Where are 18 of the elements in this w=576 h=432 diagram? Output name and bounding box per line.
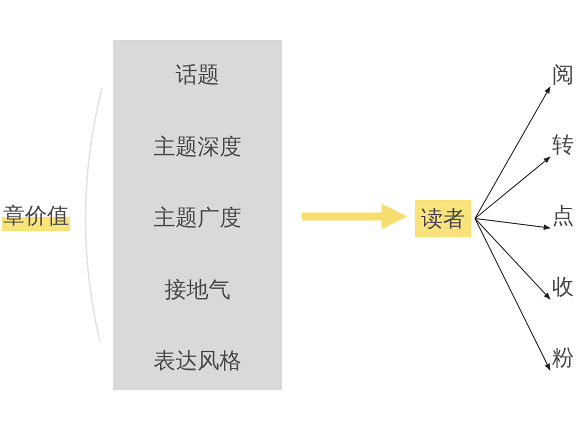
arrow — [474, 218, 551, 230]
cut-off-label: 点 — [552, 199, 576, 233]
panel-background — [113, 40, 282, 390]
list-item: 接地气 — [113, 270, 282, 310]
arrow — [474, 156, 551, 219]
cut-off-label: 转 — [552, 128, 576, 162]
arrow — [474, 218, 550, 371]
cut-off-label: 收 — [552, 270, 576, 304]
list-item: 表达风格 — [113, 341, 282, 381]
highlighted-label: 读者 — [415, 200, 471, 237]
cut-off-label: 阅 — [552, 58, 576, 92]
list-item: 主题深度 — [113, 127, 282, 167]
cut-off-label: 粉 — [552, 341, 576, 375]
arrow — [474, 218, 550, 300]
list-item: 话题 — [113, 55, 282, 95]
list-item: 主题广度 — [113, 198, 282, 238]
arrow — [302, 204, 408, 230]
arrow — [474, 86, 550, 219]
